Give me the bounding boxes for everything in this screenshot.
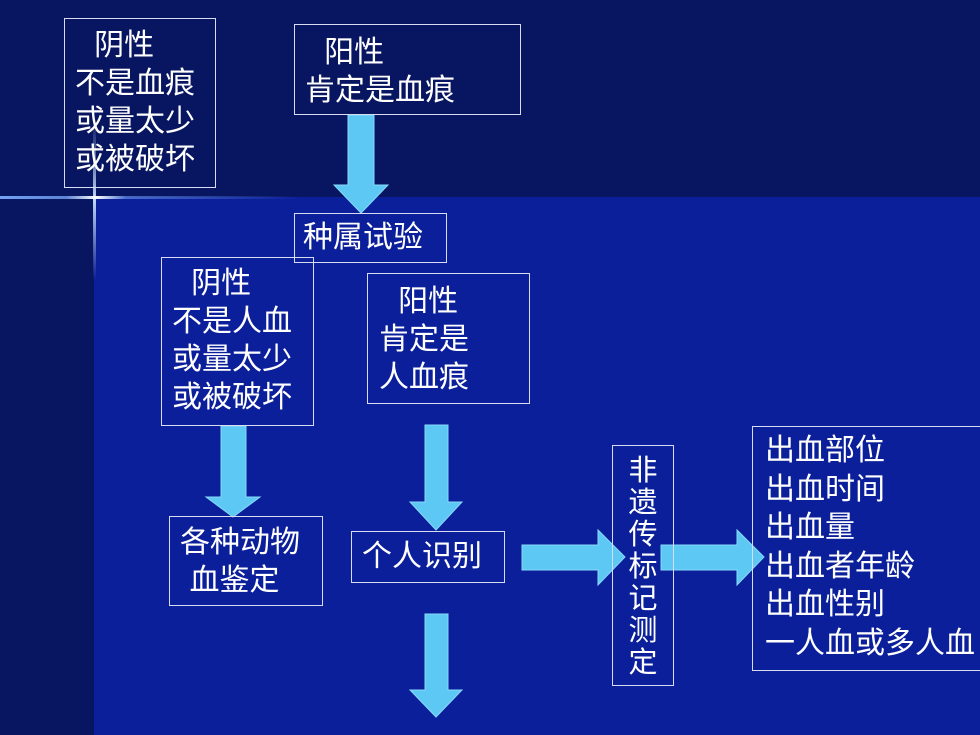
non-genetic-char: 定: [628, 644, 658, 679]
arrow-down-individual: [408, 613, 464, 718]
non-genetic-char: 测: [628, 612, 658, 647]
animal-blood-box: 各种动物 血鉴定: [169, 516, 323, 606]
negative-human-box: 阴性 不是人血 或量太少 或被破坏: [161, 257, 314, 426]
non-genetic-char: 记: [628, 580, 658, 615]
background-left-band: [0, 197, 94, 735]
non-genetic-char: 标: [628, 548, 658, 583]
individual-id-box: 个人识别: [351, 531, 505, 583]
decorative-sparkle: [66, 196, 126, 199]
species-test-box: 种属试验: [294, 213, 447, 263]
arrow-right-individual: [521, 528, 626, 587]
arrow-down-neg-human: [204, 425, 262, 518]
arrow-down-pos-human: [408, 424, 464, 531]
non-genetic-char: 非: [628, 452, 658, 487]
results-box: 出血部位 出血时间 出血量 出血者年龄 出血性别 一人血或多人血: [752, 426, 980, 671]
decorative-horizontal-line: [0, 196, 300, 199]
positive-blood-box: 阳性 肯定是血痕: [294, 24, 521, 115]
positive-human-box: 阳性 肯定是 人血痕: [367, 273, 530, 404]
non-genetic-marker-box: 非遗传标记测定: [612, 445, 674, 686]
non-genetic-char: 传: [628, 516, 658, 551]
negative-blood-box: 阴性 不是血痕 或量太少 或被破坏: [64, 18, 216, 188]
arrow-right-non-genetic: [660, 528, 765, 587]
non-genetic-char: 遗: [628, 484, 658, 519]
arrow-down-pos-blood: [332, 114, 390, 214]
decorative-vertical-line: [93, 120, 96, 280]
background-top-band: [0, 0, 980, 197]
